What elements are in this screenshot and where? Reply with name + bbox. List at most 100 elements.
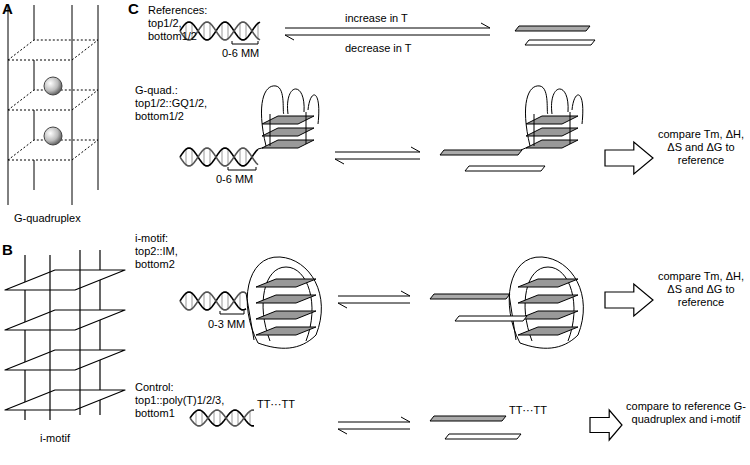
single-strand bbox=[525, 40, 595, 45]
g-quadruplex-figure bbox=[8, 5, 98, 205]
base-pair bbox=[204, 23, 205, 39]
base-pair bbox=[240, 23, 241, 39]
equilibrium-arrows bbox=[335, 147, 420, 164]
single-strand bbox=[440, 150, 522, 155]
c-c-plus-pair bbox=[518, 311, 578, 319]
i-motif-figure bbox=[24, 255, 25, 420]
dna-duplex bbox=[180, 292, 246, 310]
bracket-tick bbox=[258, 41, 259, 44]
base-pair bbox=[250, 411, 251, 425]
label: TT⋯TT bbox=[256, 398, 296, 411]
i-motif-figure bbox=[5, 390, 125, 410]
base-pair bbox=[246, 23, 247, 39]
base-pair bbox=[240, 293, 241, 309]
base-pair bbox=[192, 293, 193, 309]
base-pair bbox=[222, 149, 223, 165]
hollow-arrow bbox=[605, 284, 653, 316]
i-motif-symbol bbox=[247, 257, 321, 348]
base-pair bbox=[240, 149, 241, 165]
i-motif-figure bbox=[79, 250, 80, 415]
c-c-plus-pair bbox=[256, 311, 316, 319]
label: 0-3 MM bbox=[208, 318, 245, 331]
base-pair bbox=[228, 293, 229, 309]
base-pair bbox=[204, 293, 205, 309]
bracket-tick bbox=[244, 311, 245, 314]
loop bbox=[288, 89, 305, 114]
strand-path bbox=[270, 114, 271, 146]
forward-arrow bbox=[335, 147, 420, 152]
i-motif-figure bbox=[5, 250, 125, 420]
dna-strand bbox=[180, 292, 246, 310]
dna-duplex bbox=[190, 410, 254, 426]
base-pair bbox=[246, 149, 247, 165]
base-pair bbox=[228, 23, 229, 39]
c-c-plus-pair bbox=[518, 327, 578, 335]
dna-strand bbox=[190, 410, 254, 426]
single-strand bbox=[465, 166, 545, 171]
forward-arrow bbox=[338, 291, 410, 296]
bracket-tick bbox=[220, 311, 221, 314]
c-c-plus-pair bbox=[518, 295, 578, 303]
label: G-quadruplex bbox=[14, 212, 81, 225]
loop bbox=[258, 335, 316, 348]
label: A bbox=[2, 2, 13, 15]
base-pair bbox=[186, 293, 187, 309]
base-pair bbox=[210, 23, 211, 39]
g-quadruplex-symbol bbox=[525, 86, 582, 148]
single-strand bbox=[430, 416, 506, 421]
equilibrium-arrows bbox=[285, 23, 490, 40]
base-pair bbox=[222, 23, 223, 39]
base-pair bbox=[196, 411, 197, 425]
strand-path bbox=[306, 112, 307, 144]
base-pair bbox=[228, 149, 229, 165]
reverse-arrow bbox=[338, 429, 410, 434]
dna-duplex bbox=[180, 148, 258, 166]
i-motif-symbol bbox=[509, 257, 583, 348]
label: 0-6 MM bbox=[216, 173, 253, 186]
g-quadruplex-figure bbox=[72, 5, 73, 205]
equilibrium-arrows bbox=[338, 291, 410, 308]
reverse-arrow bbox=[285, 35, 490, 40]
base-pair bbox=[204, 149, 205, 165]
c-c-plus-pair bbox=[256, 279, 316, 287]
base-pair bbox=[238, 411, 239, 425]
dna-strand bbox=[190, 410, 254, 426]
i-motif-figure bbox=[49, 255, 50, 420]
hollow-arrow bbox=[590, 410, 622, 440]
g-quadruplex-figure bbox=[8, 40, 98, 60]
base-pair bbox=[210, 149, 211, 165]
bracket-tick bbox=[232, 41, 233, 44]
g-quadruplex-figure bbox=[8, 5, 9, 205]
label: 0-6 MM bbox=[222, 47, 259, 60]
bracket-line bbox=[232, 44, 258, 45]
single-strand bbox=[455, 316, 527, 321]
base-pair bbox=[222, 293, 223, 309]
i-motif-figure bbox=[5, 270, 125, 290]
single-strand bbox=[515, 26, 590, 31]
loop bbox=[552, 89, 569, 114]
label: Control: top1::poly(T)1/2/3, bottom1 bbox=[135, 381, 253, 420]
loop bbox=[308, 95, 319, 124]
loop bbox=[520, 335, 578, 348]
label: decrease in T bbox=[345, 42, 411, 55]
bracket-tick bbox=[228, 167, 229, 170]
dna-strand bbox=[180, 292, 246, 310]
label: compare to reference G-quadruplex and i-… bbox=[626, 400, 746, 426]
reverse-arrow bbox=[338, 303, 410, 308]
mismatch-bracket bbox=[232, 41, 258, 44]
dna-strand bbox=[180, 148, 258, 166]
base-pair bbox=[186, 149, 187, 165]
bracket-line bbox=[220, 314, 244, 315]
base-pair bbox=[202, 411, 203, 425]
label: G-quad.: top1/2::GQ1/2, bottom1/2 bbox=[135, 84, 227, 123]
label: i-motif bbox=[40, 432, 70, 445]
g-quadruplex-figure bbox=[44, 77, 62, 95]
label: B bbox=[2, 243, 13, 256]
bracket-line bbox=[228, 170, 256, 171]
reverse-arrow bbox=[335, 159, 420, 164]
i-motif-figure bbox=[5, 350, 125, 370]
c-c-plus-pair bbox=[256, 327, 316, 335]
equilibrium-arrows bbox=[338, 417, 410, 434]
g-quadruplex-figure bbox=[98, 5, 99, 190]
